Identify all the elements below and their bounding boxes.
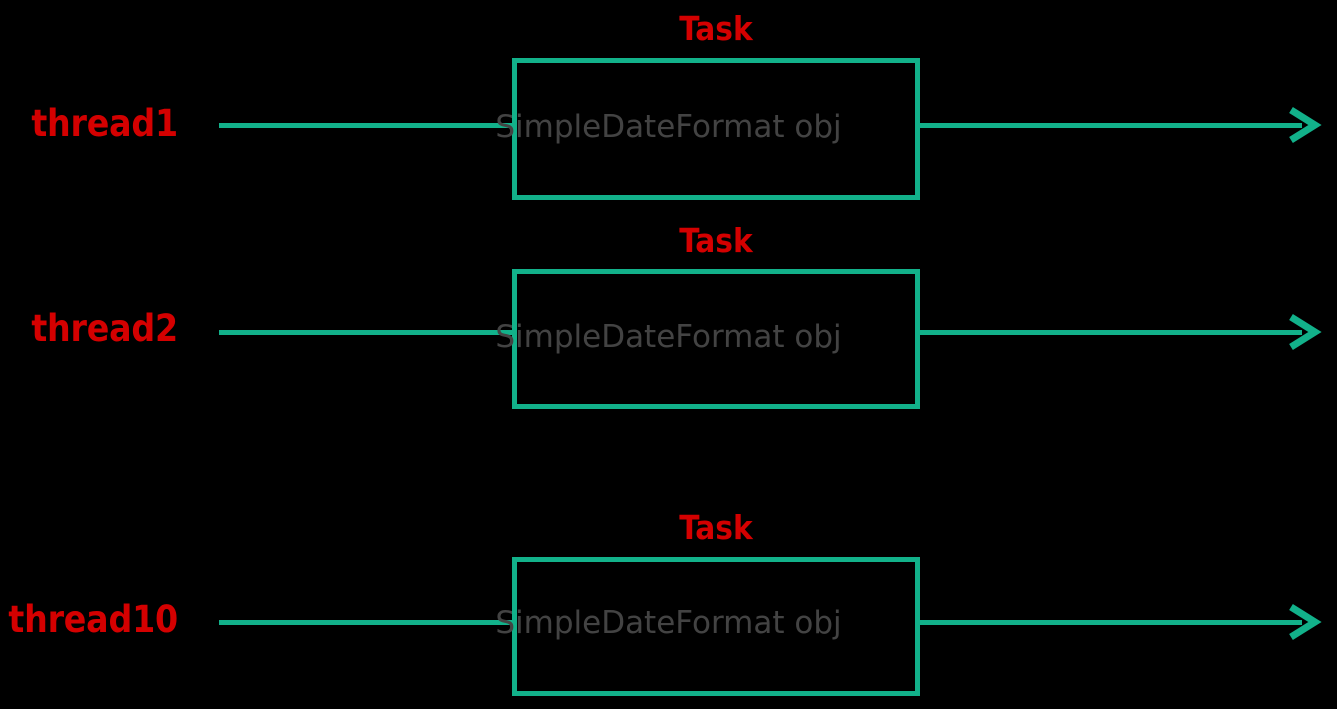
task-caption: Task xyxy=(679,9,753,48)
task-caption: Task xyxy=(679,221,753,260)
task-box-label: SimpleDateFormat obj xyxy=(495,605,842,641)
task-box-label: SimpleDateFormat obj xyxy=(495,109,842,145)
task-caption: Task xyxy=(679,508,753,547)
thread-label: thread2 xyxy=(31,307,178,350)
thread-inbound-line xyxy=(219,123,515,128)
task-box-label: SimpleDateFormat obj xyxy=(495,319,842,355)
thread-outbound-line xyxy=(917,123,1302,128)
thread-outbound-line xyxy=(917,330,1302,335)
task-box xyxy=(512,557,920,696)
thread-inbound-line xyxy=(219,330,515,335)
thread-label: thread10 xyxy=(8,598,178,641)
task-box xyxy=(512,58,920,200)
arrow-right-icon xyxy=(1285,312,1325,352)
thread-inbound-line xyxy=(219,620,515,625)
task-box xyxy=(512,269,920,409)
thread-label: thread1 xyxy=(31,102,178,145)
arrow-right-icon xyxy=(1285,105,1325,145)
arrow-right-icon xyxy=(1285,602,1325,642)
thread-outbound-line xyxy=(917,620,1302,625)
